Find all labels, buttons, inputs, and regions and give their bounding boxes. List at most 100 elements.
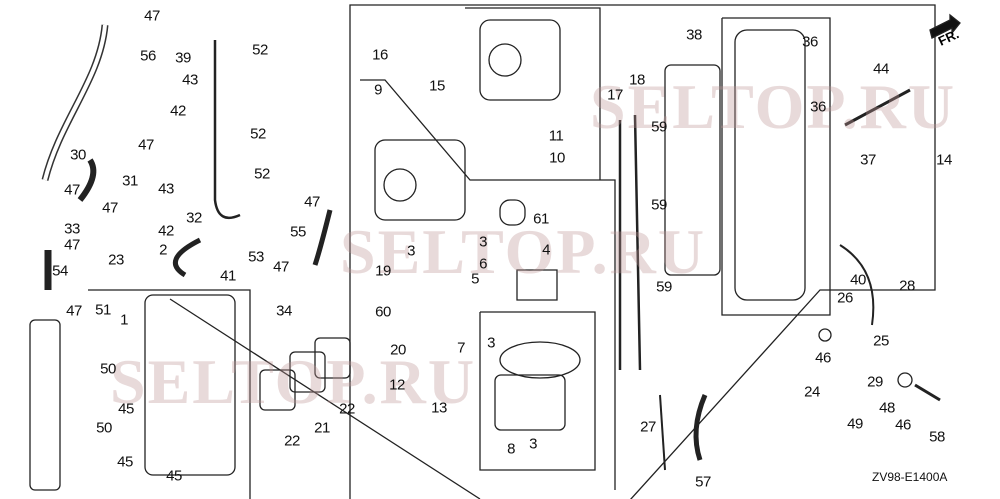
part-callout[interactable]: 56: [140, 47, 156, 65]
part-callout[interactable]: 15: [429, 77, 445, 95]
part-callout[interactable]: 3: [479, 233, 487, 251]
part-callout[interactable]: 33: [64, 220, 80, 238]
part-callout[interactable]: 3: [407, 242, 415, 260]
diagram-code: ZV98-E1400A: [872, 470, 948, 484]
gasket-22: [259, 369, 296, 411]
part-callout[interactable]: 37: [860, 151, 876, 169]
part-callout[interactable]: 48: [879, 399, 895, 417]
part-callout[interactable]: 50: [100, 360, 116, 378]
part-callout[interactable]: 47: [64, 181, 80, 199]
part-callout[interactable]: 21: [314, 419, 330, 437]
part-callout[interactable]: 14: [936, 151, 952, 169]
part-callout[interactable]: 25: [873, 332, 889, 350]
part-callout[interactable]: 31: [122, 172, 138, 190]
part-callout[interactable]: 9: [374, 81, 382, 99]
hose-55: [312, 209, 333, 266]
intake-frame: [88, 289, 251, 499]
part-callout[interactable]: 45: [117, 453, 133, 471]
part-callout[interactable]: 36: [802, 33, 818, 51]
gasket-21: [314, 337, 351, 379]
part-callout[interactable]: 18: [629, 71, 645, 89]
part-callout[interactable]: 47: [102, 199, 118, 217]
part-callout[interactable]: 12: [389, 376, 405, 394]
part-callout[interactable]: 39: [175, 49, 191, 67]
part-callout[interactable]: 47: [273, 258, 289, 276]
part-callout[interactable]: 24: [804, 383, 820, 401]
part-callout[interactable]: 59: [656, 278, 672, 296]
part-callout[interactable]: 3: [529, 435, 537, 453]
part-callout[interactable]: 51: [95, 301, 111, 319]
part-callout[interactable]: 52: [252, 41, 268, 59]
part-callout[interactable]: 45: [118, 400, 134, 418]
part-callout[interactable]: 11: [548, 127, 564, 145]
part-callout[interactable]: 42: [158, 222, 174, 240]
watermark: SELTOP.RU: [340, 216, 707, 287]
wire-27: [659, 394, 666, 471]
part-callout[interactable]: 54: [52, 262, 68, 280]
part-callout[interactable]: 23: [108, 251, 124, 269]
part-callout[interactable]: 47: [64, 236, 80, 254]
part-callout[interactable]: 59: [651, 196, 667, 214]
part-callout[interactable]: 36: [810, 98, 826, 116]
part-callout[interactable]: 58: [929, 428, 945, 446]
part-callout[interactable]: 47: [304, 193, 320, 211]
watermark: SELTOP.RU: [110, 346, 477, 417]
part-callout[interactable]: 38: [686, 26, 702, 44]
part-callout[interactable]: 42: [170, 102, 186, 120]
part-callout[interactable]: 29: [867, 373, 883, 391]
part-callout[interactable]: 4: [542, 241, 550, 259]
gasket-22b: [289, 351, 326, 393]
part-callout[interactable]: 27: [640, 418, 656, 436]
part-callout[interactable]: 50: [96, 419, 112, 437]
carburetor-frame: [360, 79, 616, 490]
part-callout[interactable]: 13: [431, 399, 447, 417]
part-callout[interactable]: 10: [549, 149, 565, 167]
part-callout[interactable]: 47: [144, 7, 160, 25]
part-callout[interactable]: 53: [248, 248, 264, 266]
part-callout[interactable]: 2: [159, 241, 167, 259]
part-callout[interactable]: 46: [895, 416, 911, 434]
washer-46: [818, 328, 832, 342]
upper-carb-frame: [465, 7, 601, 180]
part-callout[interactable]: 26: [837, 289, 853, 307]
part-callout[interactable]: 34: [276, 302, 292, 320]
part-callout[interactable]: 22: [339, 400, 355, 418]
part-callout[interactable]: 7: [457, 339, 465, 357]
part-callout[interactable]: 17: [607, 86, 623, 104]
part-callout[interactable]: 30: [70, 146, 86, 164]
part-callout[interactable]: 20: [390, 341, 406, 359]
part-callout[interactable]: 1: [120, 311, 128, 329]
part-callout[interactable]: 28: [899, 277, 915, 295]
part-callout[interactable]: 59: [651, 118, 667, 136]
part-callout[interactable]: 43: [158, 180, 174, 198]
part-callout[interactable]: 40: [850, 271, 866, 289]
rods-17-18: [618, 114, 642, 371]
part-callout[interactable]: 8: [507, 440, 515, 458]
part-callout[interactable]: 19: [375, 262, 391, 280]
part-callout[interactable]: 55: [290, 223, 306, 241]
cap-61: [499, 199, 526, 226]
part-callout[interactable]: 5: [471, 270, 479, 288]
part-callout[interactable]: 45: [166, 467, 182, 485]
part-callout[interactable]: 52: [250, 125, 266, 143]
part-callout[interactable]: 22: [284, 432, 300, 450]
front-arrow-icon: [929, 13, 961, 39]
part-callout[interactable]: 16: [372, 46, 388, 64]
part-callout[interactable]: 61: [533, 210, 549, 228]
part-callout[interactable]: 44: [873, 60, 889, 78]
part-callout[interactable]: 52: [254, 165, 270, 183]
part-callout[interactable]: 47: [138, 136, 154, 154]
part-callout[interactable]: 46: [815, 349, 831, 367]
part-callout[interactable]: 49: [847, 415, 863, 433]
float-bowl: [494, 374, 566, 431]
part-callout[interactable]: 32: [186, 209, 202, 227]
part-callout[interactable]: 41: [220, 267, 236, 285]
carburetor-15: [479, 19, 561, 101]
part-callout[interactable]: 47: [66, 302, 82, 320]
part-callout[interactable]: 6: [479, 255, 487, 273]
part-callout[interactable]: 60: [375, 303, 391, 321]
part-callout[interactable]: 57: [695, 473, 711, 491]
part-callout[interactable]: 3: [487, 334, 495, 352]
part-callout[interactable]: 43: [182, 71, 198, 89]
